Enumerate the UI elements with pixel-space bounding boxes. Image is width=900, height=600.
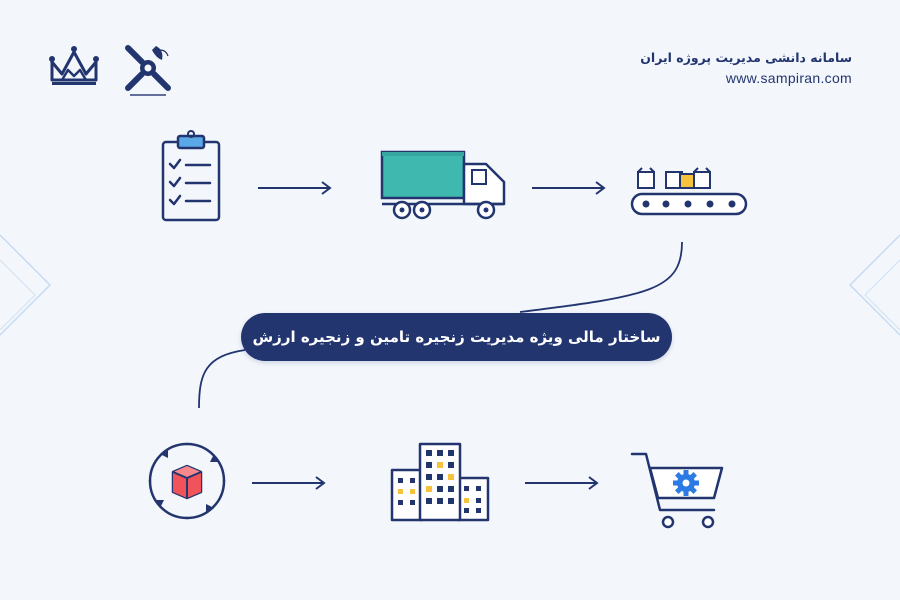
conveyor-belt-icon [630, 167, 748, 216]
diagram-title-pill: ساختار مالی ویژه مدیریت زنجیره تامین و ز… [241, 313, 672, 361]
gear-icon [673, 470, 699, 496]
shopping-cart-icon [630, 452, 724, 529]
site-title: سامانه دانشی مدیریت پروژه ایران [640, 50, 852, 65]
site-url: www.sampiran.com [725, 70, 852, 86]
arrow-right-icon [258, 181, 332, 195]
cycle-box-icon [148, 442, 226, 520]
association-emblem-icon [125, 45, 171, 96]
arrow-right-icon [525, 476, 599, 490]
left-chevron-decoration [0, 234, 52, 336]
office-buildings-icon [390, 442, 490, 522]
delivery-truck-icon [380, 150, 506, 220]
arrow-right-icon [252, 476, 326, 490]
arrow-right-icon [532, 181, 606, 195]
crown-logo-icon [49, 46, 99, 85]
clipboard-checklist-icon [161, 130, 221, 222]
right-chevron-decoration [848, 234, 900, 336]
connector-line-top [519, 241, 683, 313]
connector-line-bottom [198, 349, 246, 409]
